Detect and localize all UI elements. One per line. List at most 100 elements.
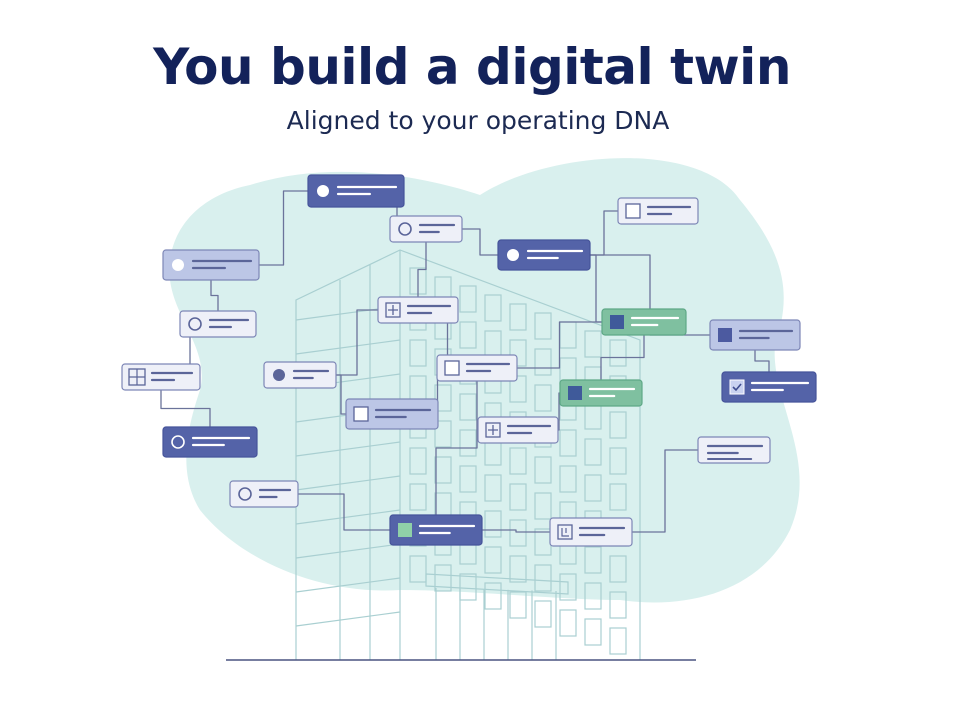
connector-line <box>160 390 211 427</box>
building-window <box>584 582 602 610</box>
node-card <box>121 363 201 391</box>
node-card <box>601 308 687 336</box>
building-window <box>509 555 527 583</box>
building-window <box>559 609 577 637</box>
connector-line <box>298 493 390 531</box>
building-window <box>434 384 452 412</box>
connector-line <box>336 374 346 415</box>
building-window <box>459 465 477 493</box>
building-floor-line <box>295 475 401 491</box>
node-card <box>559 379 643 407</box>
node-card <box>162 249 260 281</box>
circle-filled-icon <box>317 185 329 197</box>
building-window <box>509 591 527 619</box>
building-window <box>484 582 502 610</box>
building-window <box>509 375 527 403</box>
building-window <box>509 483 527 511</box>
connector-line <box>600 335 645 380</box>
grid-icon <box>128 368 146 386</box>
building-window <box>434 420 452 448</box>
node-card <box>229 480 299 508</box>
building-window <box>609 447 627 475</box>
node-card <box>477 416 559 444</box>
building-window <box>459 321 477 349</box>
building-window <box>584 438 602 466</box>
circle-outline-icon <box>171 435 185 449</box>
building-window <box>509 447 527 475</box>
node-card-body <box>307 174 405 208</box>
building-floor-line <box>295 577 401 593</box>
building-window <box>559 573 577 601</box>
square-outline-icon <box>444 360 460 376</box>
square-outline-icon <box>353 406 369 422</box>
building-window <box>534 384 552 412</box>
node-card-body <box>229 480 299 508</box>
building-window <box>409 483 427 511</box>
checkbox-icon <box>729 379 745 395</box>
building-window <box>434 456 452 484</box>
connector-line <box>336 309 378 376</box>
node-card <box>179 310 257 338</box>
node-card-body <box>263 361 337 389</box>
building-window <box>509 519 527 547</box>
building-window <box>534 600 552 628</box>
building-floor-line <box>295 543 401 559</box>
building-window <box>409 339 427 367</box>
node-card-body <box>497 239 591 271</box>
connector-line <box>259 190 308 266</box>
building-window <box>609 411 627 439</box>
page-title: You build a digital twin <box>153 38 791 96</box>
node-cards <box>121 174 817 547</box>
square-filled-icon <box>568 386 582 400</box>
node-card-body <box>345 398 439 430</box>
node-card-body <box>721 371 817 403</box>
building-window <box>559 429 577 457</box>
connector-line <box>482 529 550 533</box>
node-card <box>263 361 337 389</box>
connector-line <box>417 242 427 297</box>
building-window <box>534 456 552 484</box>
circle-filled-icon <box>507 249 519 261</box>
node-card <box>436 354 518 382</box>
building-floor-line <box>295 611 401 627</box>
node-card-body <box>162 426 258 458</box>
building-window <box>534 564 552 592</box>
node-card <box>721 371 817 403</box>
building-window <box>459 285 477 313</box>
node-card-body <box>121 363 201 391</box>
circle-filled-icon <box>172 259 184 271</box>
building-window <box>509 339 527 367</box>
building-window <box>459 429 477 457</box>
node-card <box>497 239 591 271</box>
bracket-square-icon <box>557 524 573 540</box>
building-window <box>609 591 627 619</box>
plus-square-icon <box>485 422 501 438</box>
building-window <box>509 303 527 331</box>
building-window <box>534 312 552 340</box>
building-window <box>609 483 627 511</box>
connector-line <box>435 381 478 515</box>
building-window <box>609 339 627 367</box>
node-card-body <box>179 310 257 338</box>
building-window <box>484 474 502 502</box>
plus-square-icon <box>385 302 401 318</box>
square-outline-icon <box>625 203 641 219</box>
building-window <box>584 618 602 646</box>
building-window <box>584 546 602 574</box>
connector-line <box>754 350 770 372</box>
node-card-body <box>162 249 260 281</box>
connector-line <box>462 228 498 256</box>
building-floor-line <box>295 339 401 355</box>
building-floor-line <box>295 441 401 457</box>
circle-filled-icon <box>273 369 285 381</box>
circle-outline-icon <box>398 222 412 236</box>
node-card-body <box>389 514 483 546</box>
building-window <box>484 546 502 574</box>
page-subtitle: Aligned to your operating DNA <box>286 106 670 135</box>
square-filled-icon <box>718 328 732 342</box>
node-card-body <box>697 436 771 464</box>
building-window <box>459 393 477 421</box>
node-card <box>345 398 439 430</box>
node-card-body <box>709 319 801 351</box>
